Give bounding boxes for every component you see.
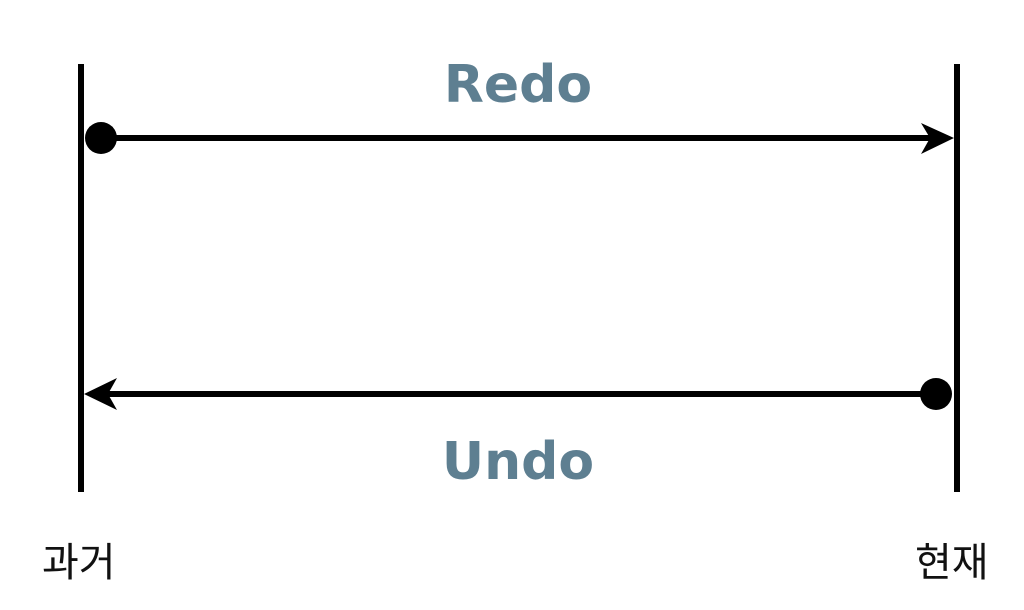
redo-arrowhead-icon — [921, 123, 954, 154]
left-vertical-line — [78, 64, 84, 492]
undo-arrow — [84, 378, 952, 410]
redo-label: Redo — [443, 55, 593, 115]
redo-arrow — [85, 122, 954, 154]
undo-arrowhead-icon — [84, 378, 117, 410]
past-label: 과거 — [42, 540, 116, 586]
right-vertical-line — [954, 64, 960, 492]
undo-label: Undo — [441, 432, 595, 492]
present-label: 현재 — [915, 540, 989, 586]
